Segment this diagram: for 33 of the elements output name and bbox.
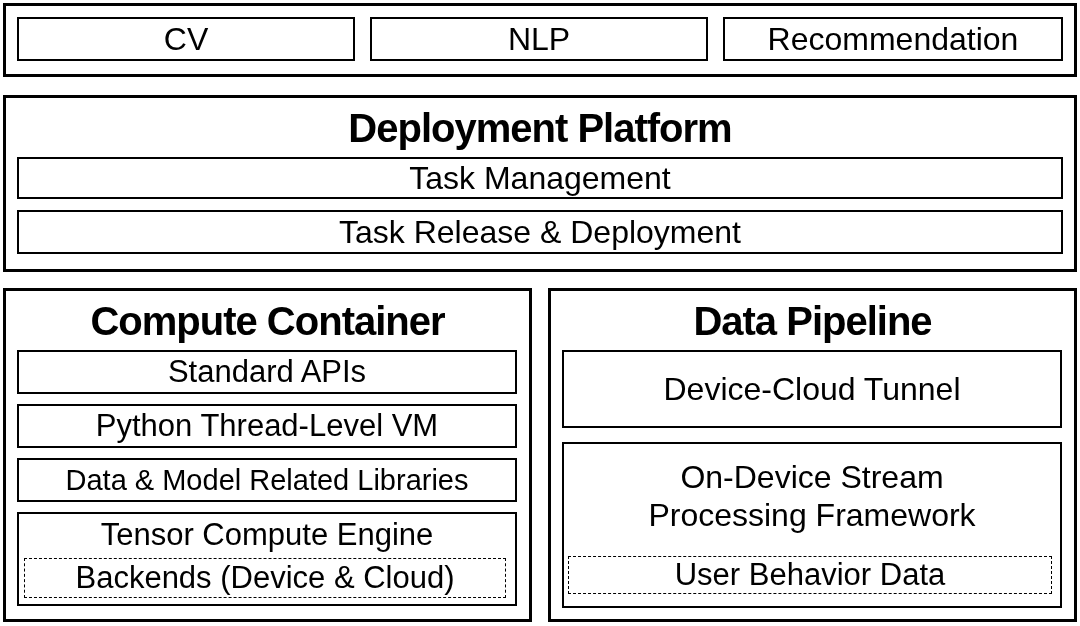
module-box	[723, 17, 1063, 61]
section-panel	[3, 288, 532, 622]
module-box	[562, 350, 1062, 428]
section-title: Compute Container	[89, 298, 446, 345]
module-box	[562, 442, 1062, 608]
module-box	[17, 157, 1063, 199]
module-box	[17, 512, 517, 606]
layer-panel	[3, 3, 1077, 77]
dashed-box	[568, 556, 1052, 594]
section-panel	[548, 288, 1077, 622]
module-label: NLP	[506, 19, 572, 59]
module-label: Tensor Compute Engine	[99, 516, 435, 554]
module-label: User Behavior Data	[673, 556, 947, 594]
module-label: Backends (Device & Cloud)	[74, 559, 456, 597]
module-label: Device-Cloud Tunnel	[662, 369, 962, 409]
module-box	[17, 458, 517, 502]
module-label: On-Device Stream Processing Framework	[647, 458, 977, 535]
module-label: Task Management	[408, 158, 672, 198]
module-box	[17, 350, 517, 394]
section-title: Data Pipeline	[692, 298, 933, 345]
module-label: Standard APIs	[166, 353, 368, 391]
section-title: Deployment Platform	[347, 105, 733, 152]
module-label: Python Thread-Level VM	[94, 407, 440, 445]
module-box	[370, 17, 708, 61]
section-panel	[3, 95, 1077, 272]
module-box	[17, 404, 517, 448]
module-box	[17, 17, 355, 61]
module-label: CV	[162, 19, 210, 59]
module-label: Task Release & Deployment	[338, 212, 742, 252]
module-label: Recommendation	[766, 19, 1020, 59]
module-label: Data & Model Related Libraries	[64, 462, 470, 498]
module-box	[17, 210, 1063, 254]
dashed-box	[24, 558, 506, 598]
